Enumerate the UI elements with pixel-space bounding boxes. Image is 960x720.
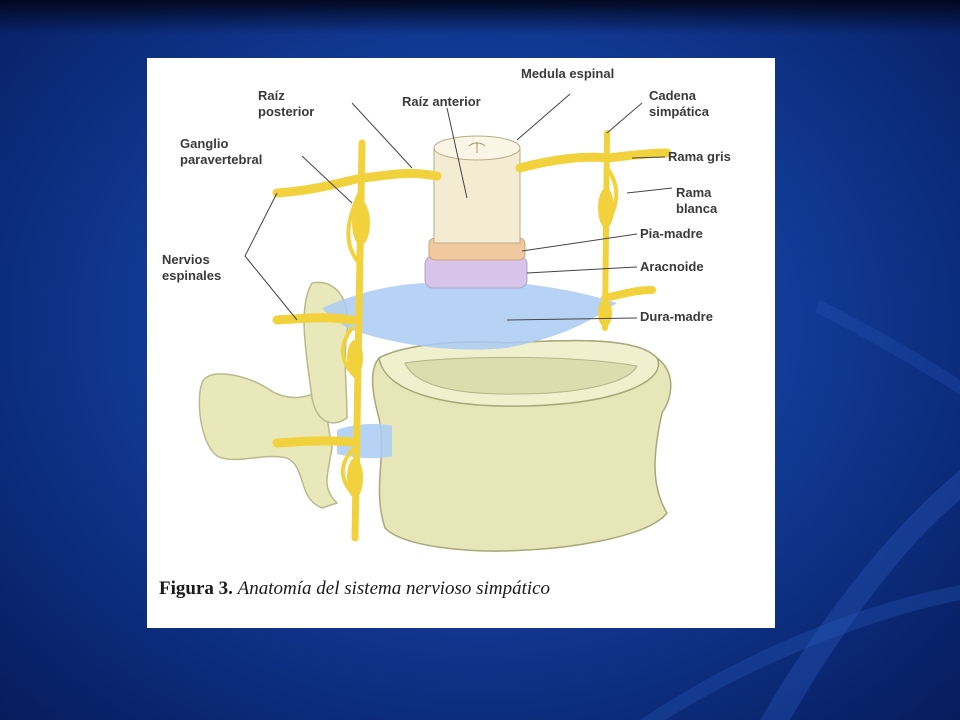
figure-caption: Figura 3. Anatomía del sistema nervioso … (159, 578, 550, 600)
label-aracnoide: Aracnoide (640, 259, 704, 274)
label-medula-espinal: Medula espinal (521, 66, 615, 81)
label-raiz-posterior: Raíz posterior (258, 88, 315, 119)
label-pia-madre: Pia-madre (640, 226, 703, 241)
label-dura-madre: Dura-madre (640, 309, 713, 324)
label-ganglio-paravertebral: Ganglio paravertebral (180, 136, 263, 167)
spine-illustration (198, 93, 673, 552)
label-raiz-anterior: Raíz anterior (402, 94, 481, 109)
label-rama-blanca: Rama blanca (676, 185, 718, 216)
anatomy-figure: Medula espinal Raíz posterior Raíz anter… (147, 58, 775, 628)
label-nervios-espinales: Nervios espinales (162, 252, 222, 283)
caption-text: Anatomía del sistema nervioso simpático (237, 578, 551, 599)
slide-top-band (0, 0, 960, 34)
label-rama-gris: Rama gris (668, 149, 731, 164)
label-cadena-simpatica: Cadena simpática (649, 88, 709, 119)
caption-number: Figura 3. (159, 578, 233, 599)
